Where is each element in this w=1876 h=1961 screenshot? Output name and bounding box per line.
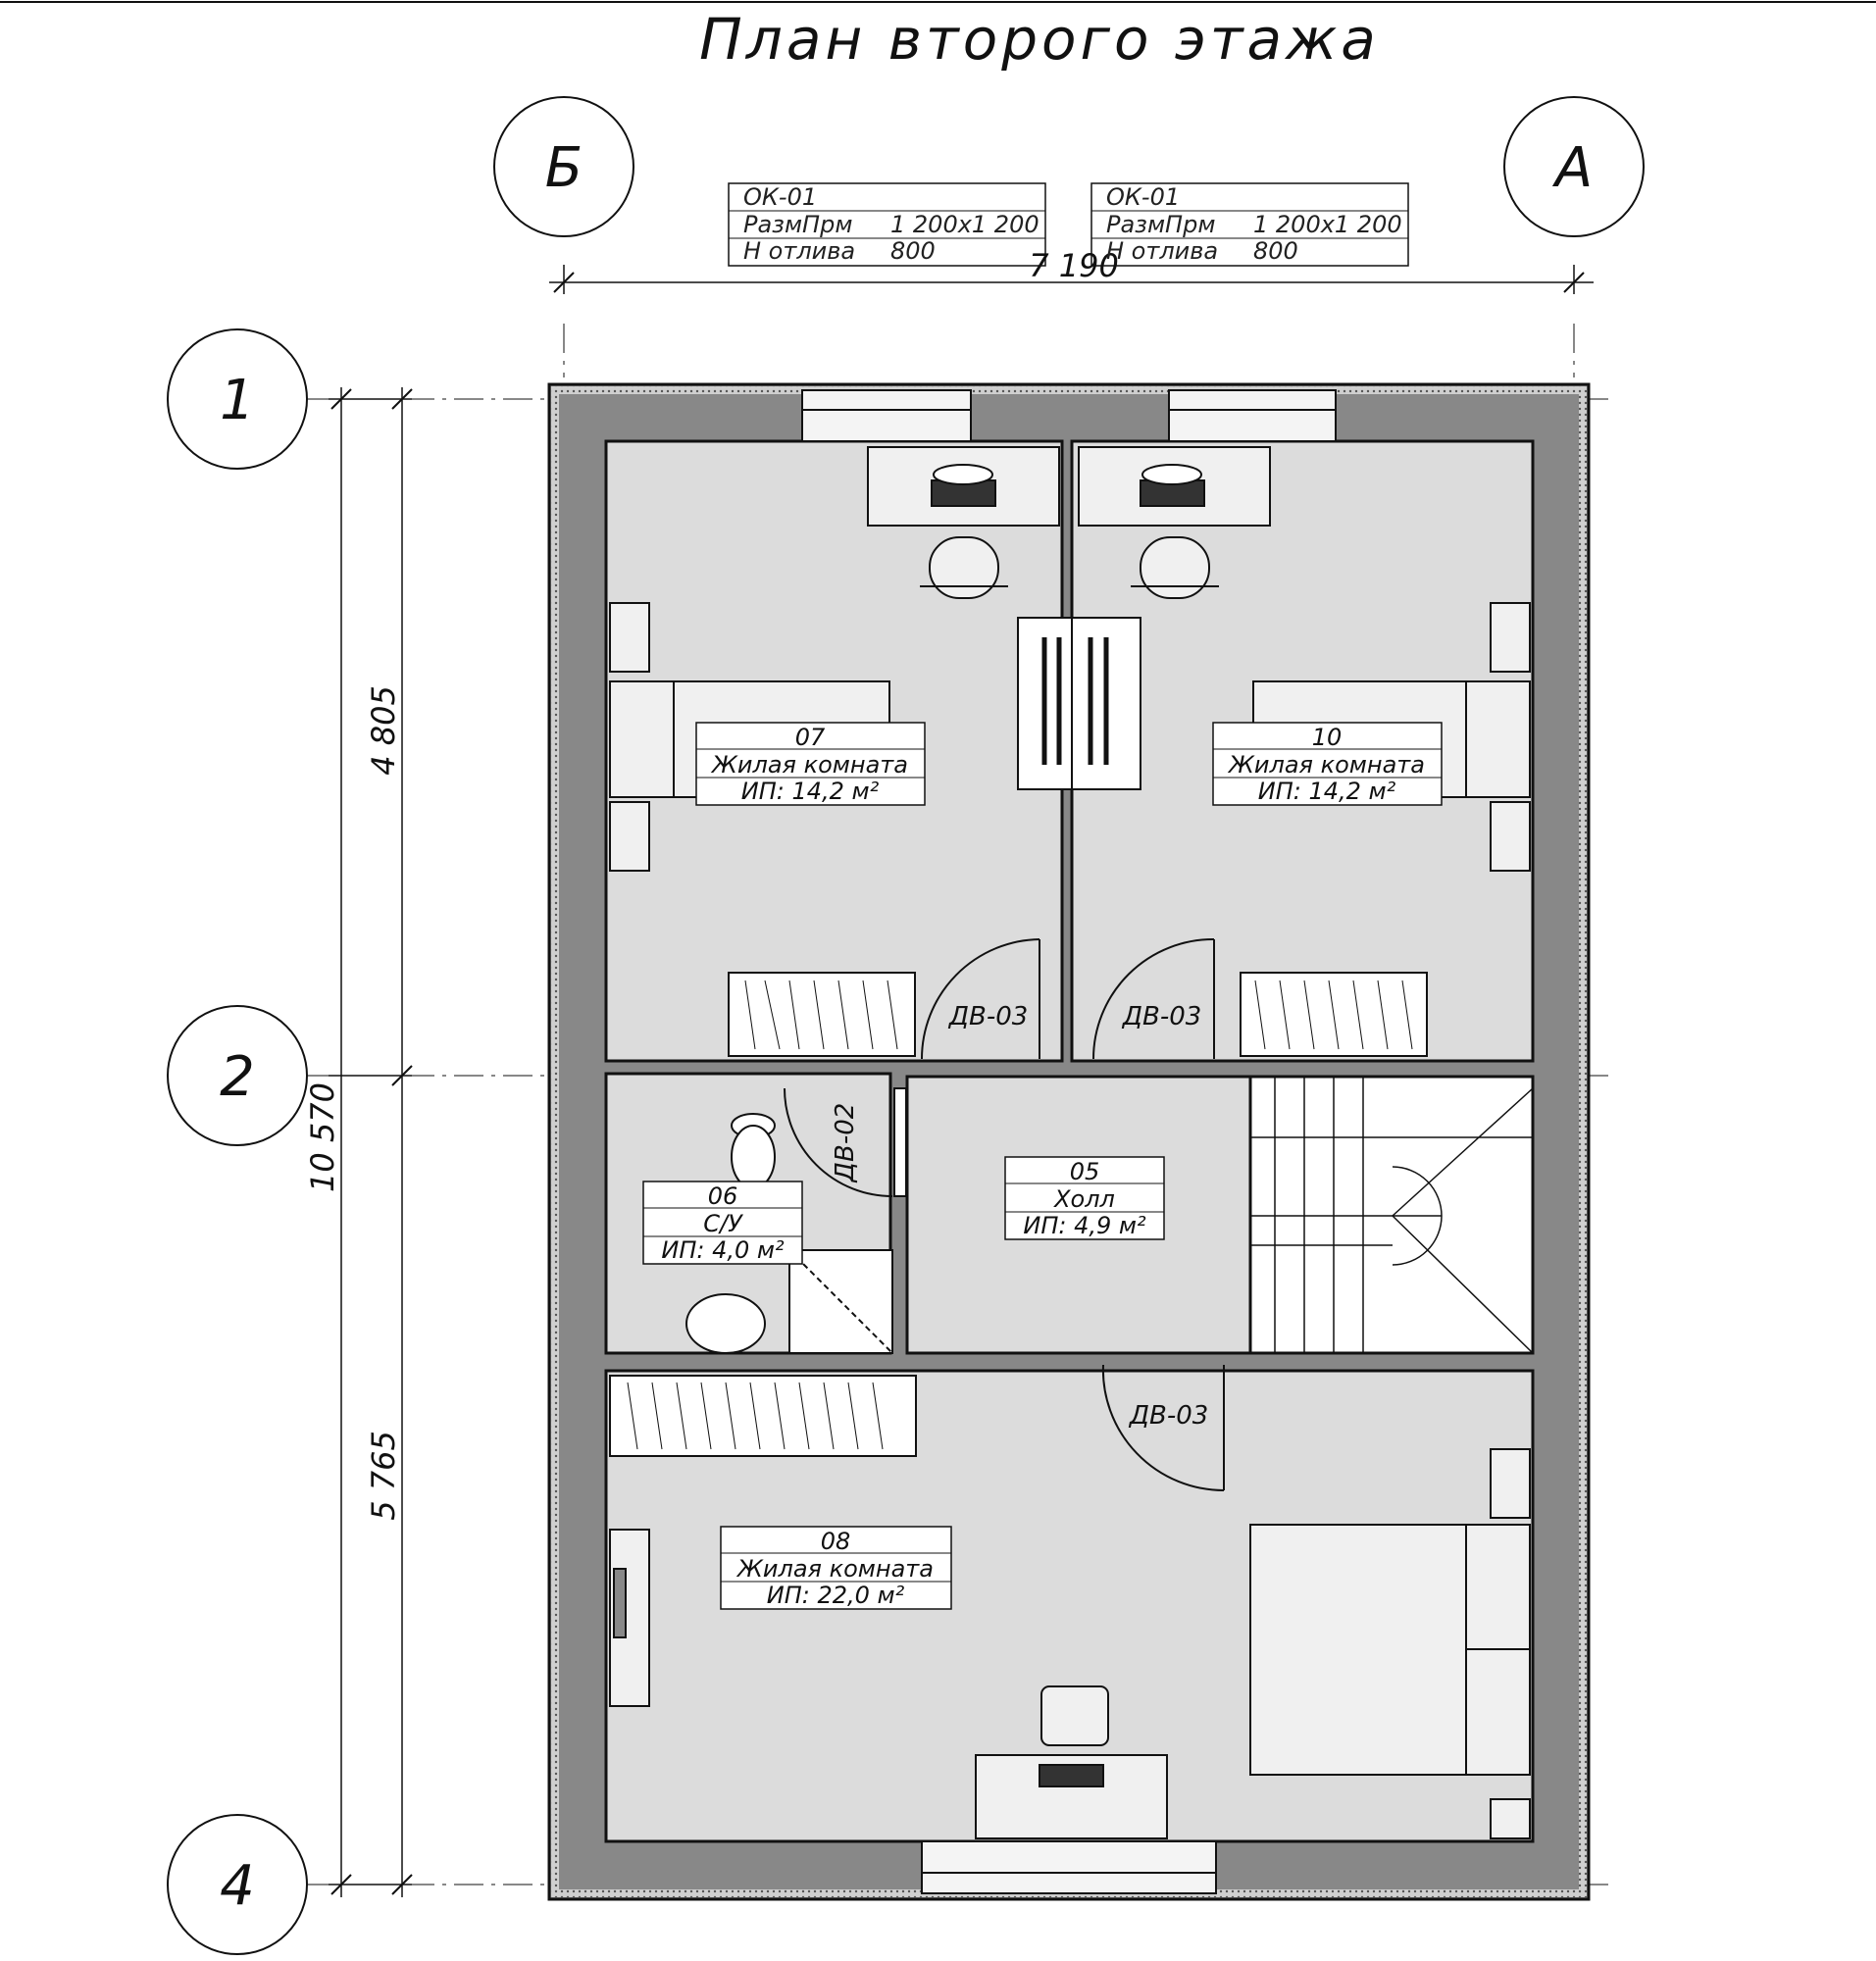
window-mark: ОК-01: [1106, 183, 1180, 211]
upper-span-text: 4 805: [365, 685, 402, 776]
room-name: Холл: [1052, 1185, 1115, 1213]
room-tag-10: 10 Жилая комната ИП: 14,2 м²: [1212, 722, 1443, 806]
room-number: 05: [1070, 1158, 1100, 1185]
height-dimensions: [329, 387, 413, 1897]
window-size: 1 200х1 200: [1253, 211, 1402, 238]
room-name: С/У: [703, 1210, 743, 1237]
axis-marker-a: А: [1503, 96, 1645, 237]
windows: [801, 389, 1337, 1894]
window-sill: 800: [890, 237, 936, 265]
window-sill: 800: [1253, 237, 1298, 265]
stairs: [1250, 1077, 1534, 1354]
axis-marker-2: 2: [167, 1005, 308, 1146]
axis-label-1: 1: [220, 369, 255, 432]
axis-marker-1: 1: [167, 328, 308, 470]
door-swings: [784, 937, 1225, 1492]
window-size: 1 200х1 200: [890, 211, 1039, 238]
room-area: ИП: 4,9 м²: [1023, 1212, 1146, 1239]
room-number: 08: [821, 1528, 851, 1555]
plan-title: План второго этажа: [699, 6, 1380, 73]
room-name: Жилая комната: [1227, 751, 1425, 779]
window-size-label: РазмПрм: [743, 211, 852, 238]
room-area: ИП: 22,0 м²: [767, 1582, 905, 1609]
door-label-07: ДВ-03: [948, 1002, 1029, 1031]
room-number: 06: [708, 1182, 738, 1210]
axis-label-4: 4: [220, 1854, 255, 1918]
room-area: ИП: 4,0 м²: [661, 1236, 785, 1264]
furniture-room-08: [609, 1375, 1531, 1839]
width-dimension: 7 190: [549, 247, 1594, 294]
lower-span-text: 5 765: [365, 1431, 402, 1521]
room-number: 10: [1312, 724, 1343, 751]
window-size-label: РазмПрм: [1106, 211, 1215, 238]
room-tag-05: 05 Холл ИП: 4,9 м²: [1004, 1156, 1165, 1240]
wardrobe-10-hatch: [1254, 980, 1413, 1050]
window-sill-label: Н отлива: [743, 237, 855, 265]
room-area: ИП: 14,2 м²: [1258, 778, 1396, 805]
wardrobe-07-hatch: [744, 980, 898, 1050]
room-tag-08: 08 Жилая комната ИП: 22,0 м²: [720, 1526, 952, 1610]
room-area: ИП: 14,2 м²: [741, 778, 880, 805]
bathroom-fixtures: [685, 1087, 907, 1354]
room-tag-07: 07 Жилая комната ИП: 14,2 м²: [695, 722, 926, 806]
total-height-text: 10 570: [304, 1082, 341, 1192]
room-name: Жилая комната: [735, 1555, 934, 1583]
room-tag-06: 06 С/У ИП: 4,0 м²: [642, 1181, 803, 1265]
axis-marker-b: Б: [493, 96, 634, 237]
window-sill-label: Н отлива: [1106, 237, 1218, 265]
room-number: 07: [795, 724, 826, 751]
window-tag-right: ОК-01 РазмПрм 1 200х1 200 Н отлива 800: [1090, 182, 1409, 267]
axis-label-2: 2: [220, 1045, 255, 1109]
window-mark: ОК-01: [743, 183, 817, 211]
room-name: Жилая комната: [710, 751, 908, 779]
axis-marker-4: 4: [167, 1814, 308, 1955]
door-label-10: ДВ-03: [1122, 1002, 1202, 1031]
door-label-08: ДВ-03: [1129, 1401, 1209, 1431]
axis-label-b: Б: [545, 136, 583, 200]
door-label-06: ДВ-02: [831, 1103, 860, 1183]
wardrobe-08-hatch: [627, 1382, 884, 1450]
window-tag-left: ОК-01 РазмПрм 1 200х1 200 Н отлива 800: [728, 182, 1046, 267]
axis-label-a: А: [1552, 136, 1593, 200]
